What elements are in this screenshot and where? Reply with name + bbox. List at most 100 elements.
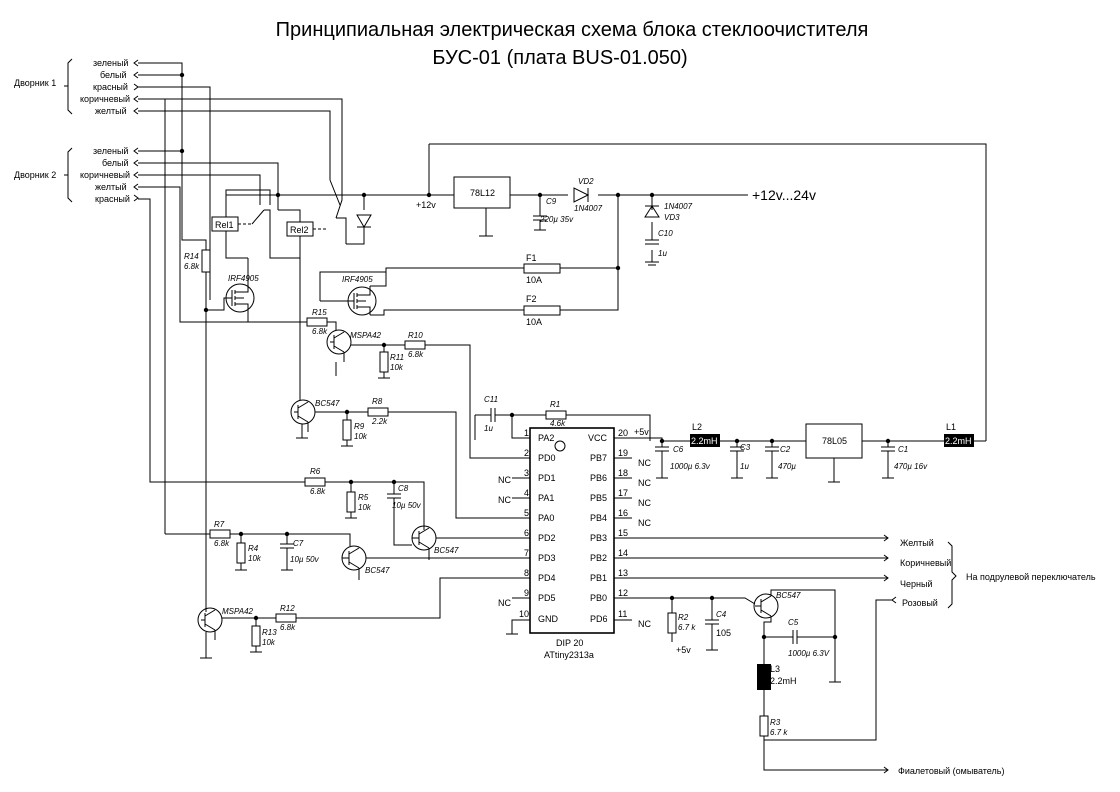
- resistor-r6-name: R6: [310, 467, 321, 476]
- resistor-r1: R1 4.6k: [511, 400, 651, 441]
- mcu-pin-2-name: PD0: [538, 453, 556, 463]
- resistor-r10-value: 6.8k: [408, 350, 424, 359]
- mcu-pin-9-num: 9: [524, 588, 529, 598]
- power-rail-top: [278, 143, 987, 441]
- switch-output-4: Розовый: [902, 598, 938, 608]
- mcu-pin-11-num: 11: [618, 609, 627, 619]
- resistor-r9-value: 10k: [354, 432, 368, 441]
- mcu-pin-4-num: 4: [524, 488, 529, 498]
- mcu-pin-6-name: PD2: [538, 533, 556, 543]
- resistor-r12: R12 6.8k: [222, 577, 512, 632]
- mosfet-irf4905-1-label: IRF4905: [228, 274, 259, 283]
- inductor-l1-value: 2.2mH: [945, 436, 972, 446]
- resistor-r3-name: R3: [770, 718, 781, 727]
- resistor-r4: R4 10k: [235, 534, 262, 571]
- mcu-pin-3-name: PD1: [538, 473, 556, 483]
- wiper-1-wire-1: зеленый: [93, 58, 128, 68]
- mcu-pin-1-name: PA2: [538, 433, 554, 443]
- capacitor-c2-name: C2: [780, 445, 791, 454]
- capacitor-c5-value: 1000µ 6.3V: [788, 649, 830, 658]
- diode-vd2-name: VD2: [578, 177, 594, 186]
- capacitor-c4-value: 105: [716, 628, 731, 638]
- mcu-pin-16-num: 16: [618, 508, 628, 518]
- resistor-r11-name: R11: [390, 353, 404, 362]
- nc-pd6: NC: [638, 619, 651, 629]
- mcu-package-label: DIP 20: [556, 638, 583, 648]
- mcu-pin-10-num: 10: [519, 609, 529, 619]
- diode-vd2-value: 1N4007: [574, 204, 603, 213]
- mcu-pin-3-num: 3: [524, 468, 529, 478]
- label-plus-12v: +12v: [416, 200, 436, 210]
- capacitor-c8-name: C8: [398, 484, 409, 493]
- mcu-pin-8-name: PD4: [538, 573, 556, 583]
- nc-pd1: NC: [498, 475, 511, 485]
- capacitor-c6-name: C6: [673, 445, 684, 454]
- fuse-f2-name: F2: [526, 294, 537, 304]
- wiper-1-wire-4: коричневый: [80, 94, 130, 104]
- title-line-1: Принципиальная электрическая схема блока…: [276, 19, 869, 41]
- resistor-r14-name: R14: [184, 252, 199, 261]
- resistor-r15: R15 6.8k: [180, 308, 337, 336]
- transistor-bc547-1-label: BC547: [315, 399, 340, 408]
- mcu-pin-20-num: 20: [618, 428, 628, 438]
- capacitor-c2: C2 470µ: [765, 441, 796, 479]
- capacitor-c11: C11 1u: [474, 395, 512, 440]
- capacitor-c10-name: C10: [658, 229, 673, 238]
- capacitor-c3: C3 1u: [730, 441, 751, 479]
- resistor-r5-value: 10k: [358, 503, 372, 512]
- mcu-pin-5-num: 5: [524, 508, 529, 518]
- inductor-l2-value: 2.2mH: [691, 436, 718, 446]
- wiper-2-wire-1: зеленый: [93, 146, 128, 156]
- capacitor-c4: C4 105: [705, 598, 731, 651]
- resistor-r6: R6 6.8k: [304, 467, 425, 530]
- capacitor-c9: C9 220µ 35v: [533, 197, 574, 231]
- nc-pd5: NC: [498, 598, 511, 608]
- mcu-pin-14-name: PB2: [590, 553, 607, 563]
- resistor-r4-value: 10k: [248, 554, 262, 563]
- transistor-bc547-3-label: BC547: [365, 566, 390, 575]
- mosfet-irf4905-2-label: IRF4905: [342, 275, 373, 284]
- label-plus-5v-vcc: +5v: [634, 427, 649, 437]
- wiper-2-label: Дворник 2: [14, 170, 56, 180]
- resistor-r10-name: R10: [408, 331, 423, 340]
- mcu-pin-16-name: PB4: [590, 513, 607, 523]
- resistor-r5: R5 10k: [345, 482, 372, 519]
- regulator-78l05-label: 78L05: [822, 436, 847, 446]
- resistor-r15-value: 6.8k: [312, 327, 328, 336]
- capacitor-c7: C7 10µ 50v: [280, 534, 320, 571]
- mcu-pin-15-num: 15: [618, 528, 628, 538]
- transistor-bc547-2-label: BC547: [434, 546, 459, 555]
- resistor-r12-name: R12: [280, 604, 295, 613]
- mcu-name-label: ATtiny2313a: [544, 650, 594, 660]
- switch-output-2: Коричневый: [900, 558, 951, 568]
- capacitor-c10: C10 1u: [645, 229, 673, 258]
- relay-rel2-label: Rel2: [290, 225, 309, 235]
- mcu-pin-15-name: PB3: [590, 533, 607, 543]
- mcu-pin-18-name: PB6: [590, 473, 607, 483]
- mcu-pin-11-name: PD6: [590, 614, 608, 624]
- capacitor-c9-value: 220µ 35v: [539, 215, 574, 224]
- diode-vd3-name: VD3: [664, 213, 680, 222]
- resistor-r10: R10 6.8k: [351, 331, 530, 459]
- resistor-r3: R3 6.7 k: [759, 715, 888, 771]
- inductor-l1-name: L1: [946, 422, 956, 432]
- resistor-r5-name: R5: [358, 493, 369, 502]
- mcu-pin-17-name: PB5: [590, 493, 607, 503]
- wiper-1-wire-5: желтый: [95, 106, 127, 116]
- mcu-pin-13-num: 13: [618, 568, 628, 578]
- resistor-r9: R9 10k: [341, 412, 368, 447]
- resistor-r15-name: R15: [312, 308, 327, 317]
- resistor-r2-value: 6.7 k: [678, 623, 696, 632]
- inductor-l3: L3 2.2mH: [757, 664, 797, 716]
- resistor-r7-value: 6.8k: [214, 539, 230, 548]
- mcu-pin-5-name: PA0: [538, 513, 554, 523]
- capacitor-c4-name: C4: [716, 610, 727, 619]
- washer-output-label: Фиалетовый (омыватель): [898, 766, 1004, 776]
- resistor-r1-name: R1: [550, 400, 560, 409]
- capacitor-c5: C5 1000µ 6.3V: [764, 618, 835, 658]
- mcu-pin-19-num: 19: [618, 448, 628, 458]
- wiper-2-connector: Дворник 2 зеленый белый коричневый желты…: [14, 146, 130, 204]
- resistor-r8-name: R8: [372, 397, 383, 406]
- label-main-supply: +12v...24v: [752, 187, 816, 203]
